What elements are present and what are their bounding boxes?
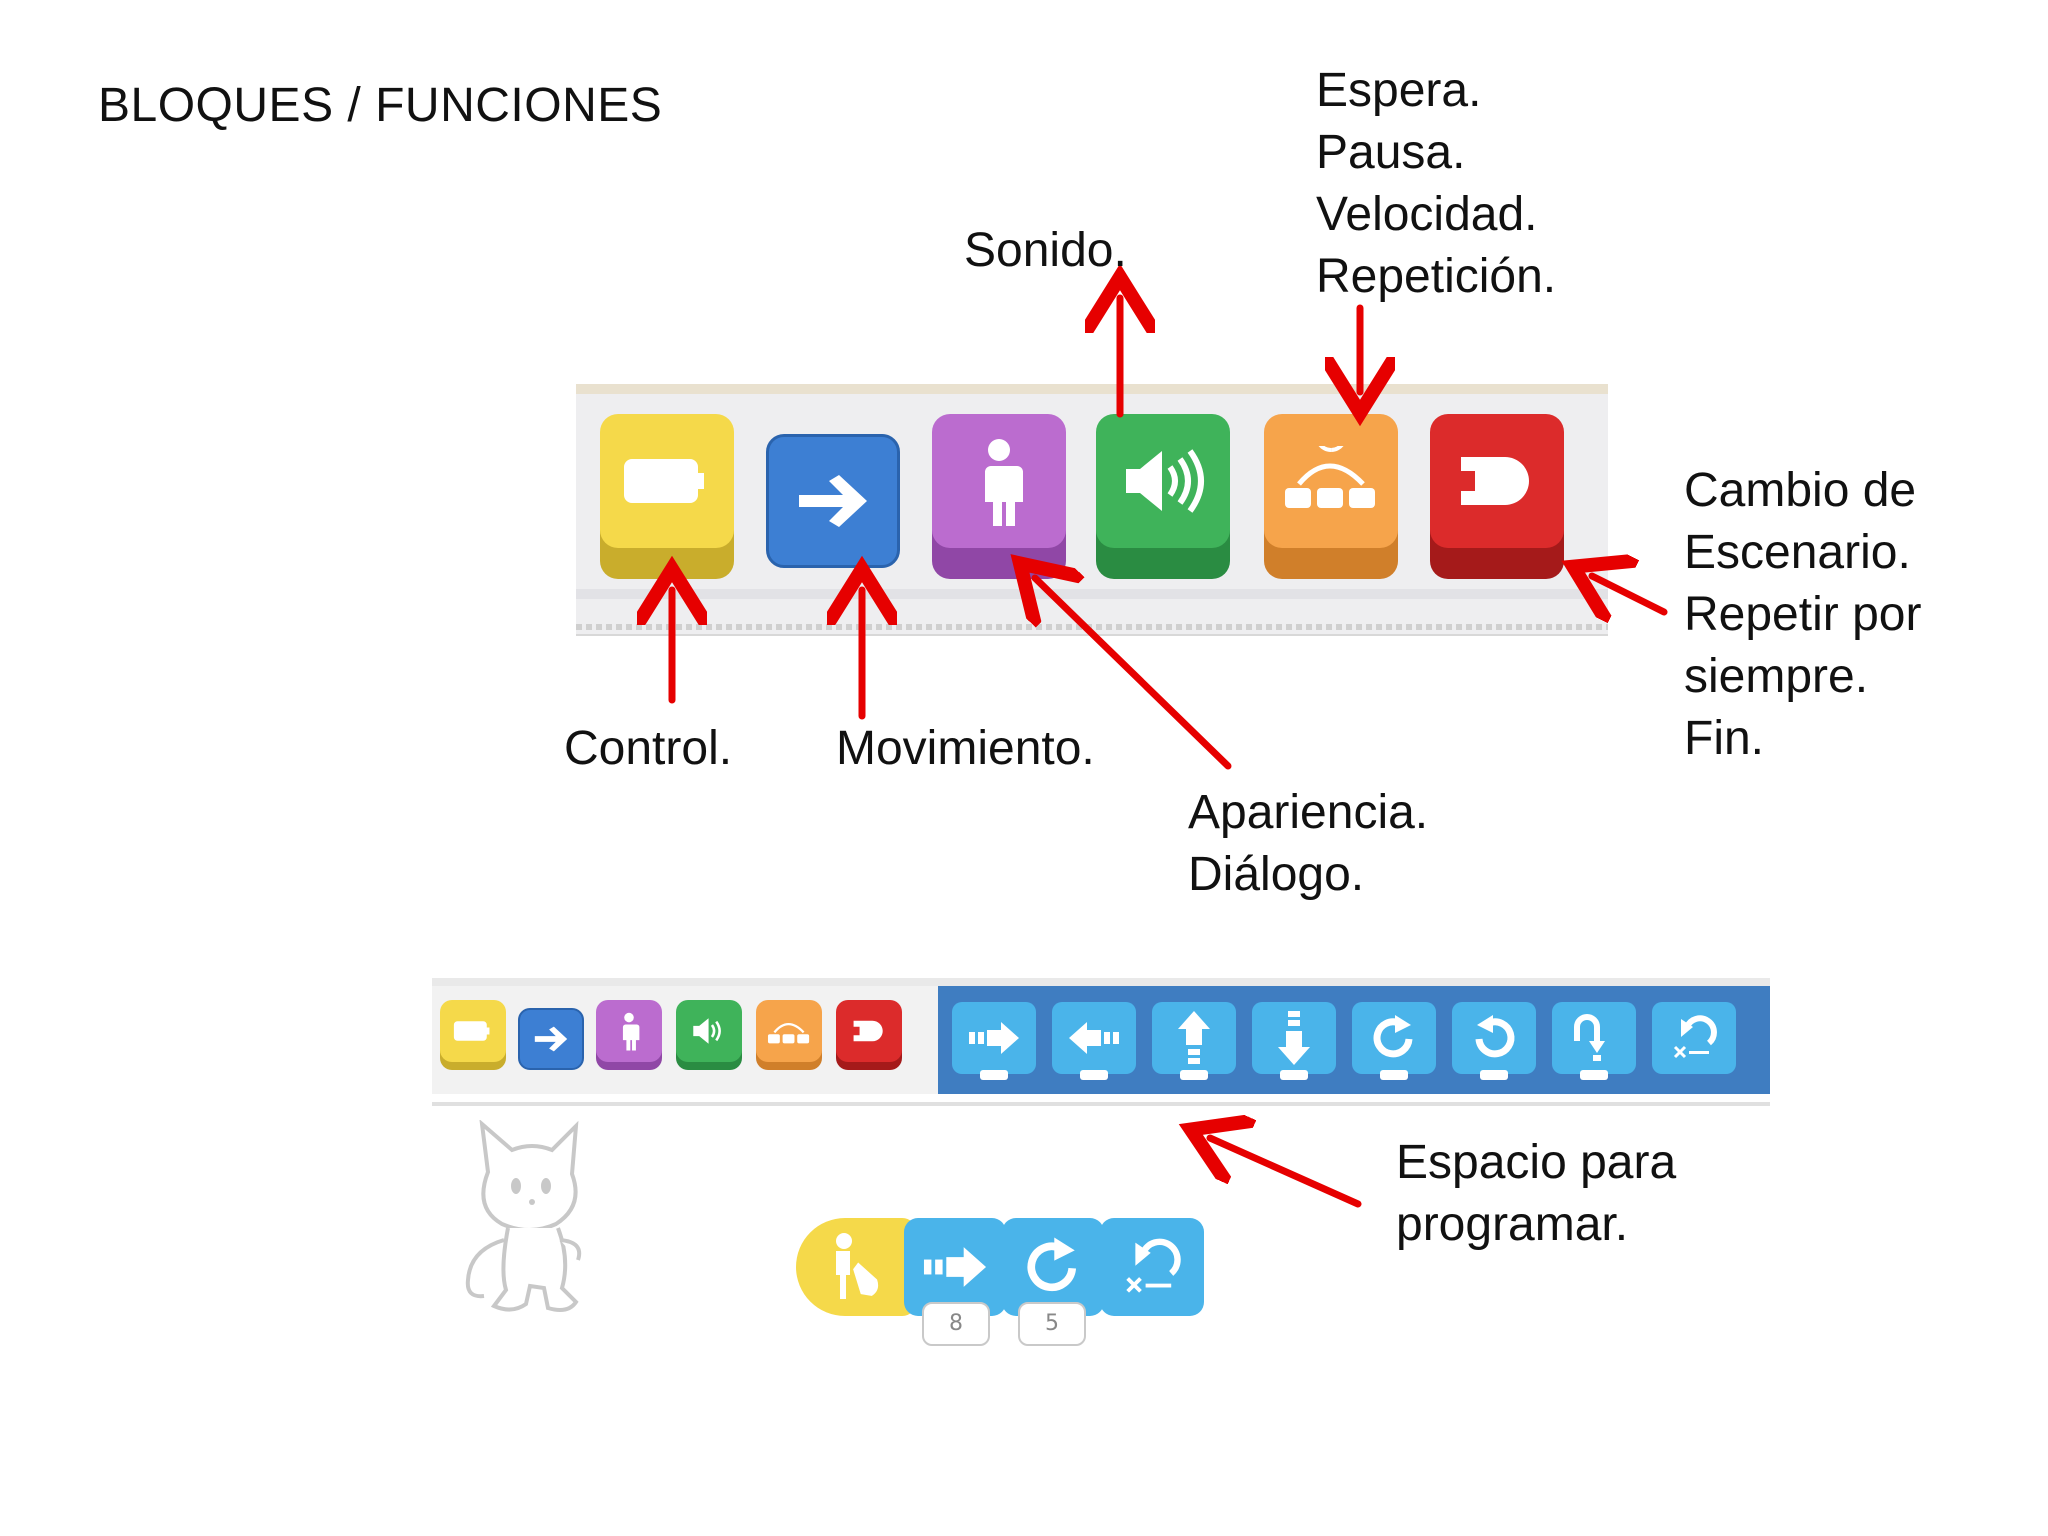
block-move-down[interactable] [1252, 1002, 1336, 1080]
go-home-icon [1126, 1238, 1181, 1293]
move-right-icon [923, 1247, 987, 1287]
right-arrow-icon [799, 475, 867, 527]
toolbar-underline [432, 1102, 1770, 1106]
move-up-icon [1178, 1011, 1210, 1064]
block-move-up[interactable] [1152, 1002, 1236, 1080]
flag-block-icon [453, 1021, 490, 1041]
hop-icon [1574, 1014, 1605, 1061]
block-go-home-script[interactable] [1100, 1218, 1204, 1316]
label-control: Control. [564, 722, 733, 775]
label-espera: Espera. Pausa. Velocidad. Repetición. [1316, 64, 1557, 303]
block-turn-left[interactable] [1452, 1002, 1536, 1080]
category-sound-button[interactable] [1096, 414, 1230, 579]
category-flow-button[interactable] [1264, 414, 1398, 579]
turn-right-icon [1027, 1237, 1077, 1292]
block-move-left[interactable] [1052, 1002, 1136, 1080]
label-cambio: Cambio de Escenario. Repetir por siempre… [1684, 464, 1922, 765]
mini-category-control[interactable] [440, 1000, 506, 1076]
block-hop[interactable] [1552, 1002, 1636, 1080]
turn-right-icon [1373, 1015, 1413, 1058]
person-icon [981, 439, 1023, 526]
turn-amount-input[interactable]: 5 [1018, 1302, 1086, 1346]
category-control-button[interactable] [600, 414, 734, 579]
label-sonido: Sonido. [964, 224, 1127, 277]
block-turn-right[interactable] [1352, 1002, 1436, 1080]
go-home-icon [1673, 1015, 1717, 1059]
block-turn-right-script[interactable] [1002, 1218, 1104, 1316]
tap-hand-icon [836, 1233, 881, 1299]
mini-category-flow[interactable] [756, 1000, 822, 1076]
block-start-on-tap[interactable] [796, 1218, 916, 1316]
block-move-right[interactable] [952, 1002, 1036, 1080]
speaker-icon [1126, 449, 1204, 513]
right-arrow-icon [534, 1026, 568, 1052]
cat-sprite[interactable] [460, 1120, 600, 1320]
speaker-icon [693, 1018, 721, 1044]
label-espacio: Espacio para programar. [1396, 1136, 1677, 1251]
arrow-looks [1035, 578, 1232, 770]
move-left-icon [1069, 1022, 1119, 1054]
category-motion-button[interactable] [766, 434, 900, 574]
flag-block-icon [624, 459, 704, 503]
arrow-script-area [1210, 1138, 1362, 1208]
category-end-button[interactable] [1430, 414, 1564, 579]
end-block-icon [1461, 457, 1529, 505]
page-title: BLOQUES / FUNCIONES [98, 79, 663, 132]
mini-category-looks[interactable] [596, 1000, 662, 1076]
person-icon [621, 1012, 640, 1051]
mini-category-sound[interactable] [676, 1000, 742, 1076]
block-move-right-script[interactable] [904, 1218, 1006, 1316]
move-down-icon [1278, 1011, 1310, 1065]
editor-toolbar [432, 978, 1770, 1106]
script-area[interactable]: 8 5 [796, 1218, 1216, 1348]
end-block-icon [853, 1020, 883, 1042]
arrow-end [1592, 576, 1668, 612]
move-amount-input[interactable]: 8 [922, 1302, 990, 1346]
block-go-home[interactable] [1652, 1002, 1736, 1074]
mini-category-end[interactable] [836, 1000, 902, 1076]
move-right-icon [969, 1022, 1019, 1054]
palette-shadow [576, 589, 1608, 599]
palette-divider [576, 624, 1608, 630]
turn-left-icon [1475, 1015, 1515, 1058]
label-apariencia: Apariencia. Diálogo. [1188, 786, 1429, 901]
category-palette [576, 384, 1608, 636]
mini-category-motion[interactable] [518, 1008, 584, 1084]
repeat-branch-icon [767, 1023, 810, 1044]
label-movimiento: Movimiento. [836, 722, 1095, 775]
repeat-branch-icon [1285, 446, 1375, 508]
